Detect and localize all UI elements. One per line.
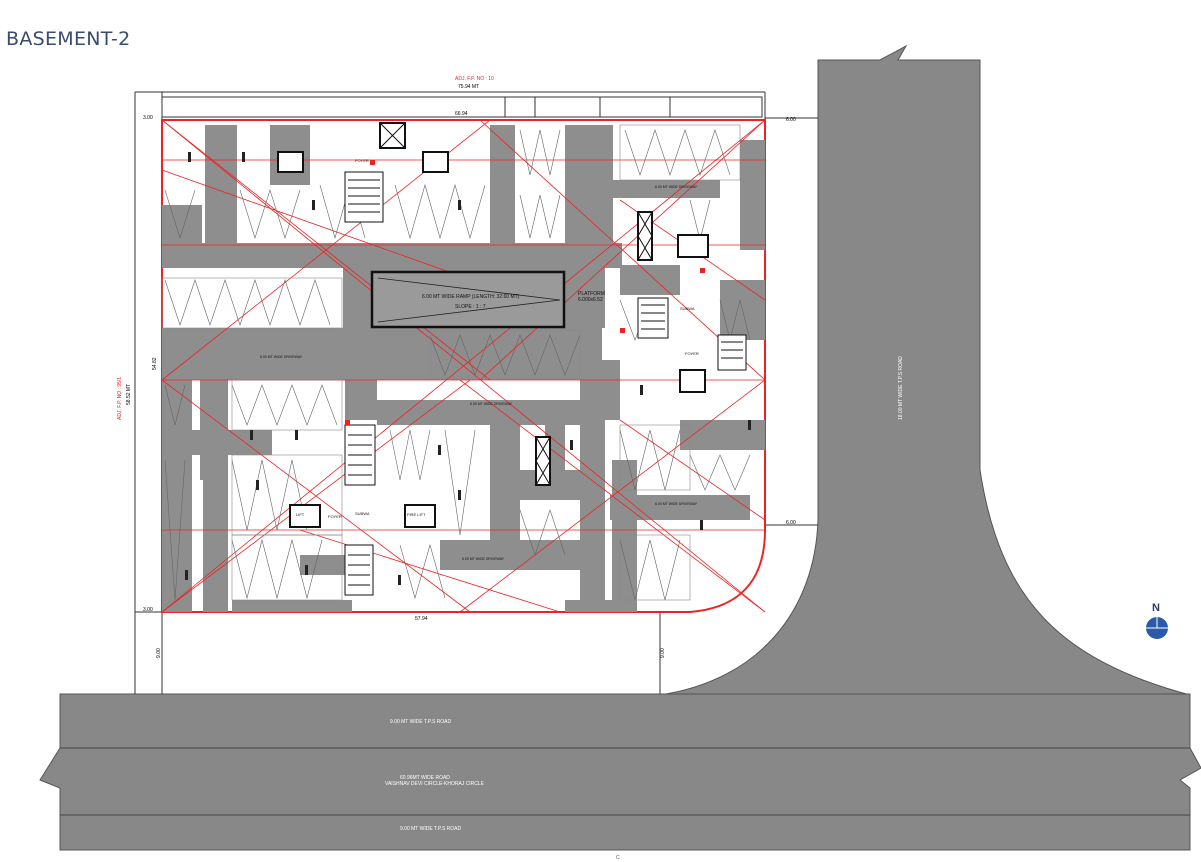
bottom-road-2-label-a: 60.96MT WIDE ROAD [400, 775, 450, 781]
driveway-label-4: 6.00 MT WIDE DRIVEWAY [655, 502, 698, 506]
driveway-label-3: 6.00 MT WIDE DRIVEWAY [655, 185, 698, 189]
north-label: N [1152, 602, 1160, 614]
platform-label-b: 6.000x6.52 [578, 297, 603, 303]
driveway-label-2: 6.00 MT WIDE DRIVEWAY [470, 402, 513, 406]
width-top-label: 75.94 MT [458, 84, 479, 90]
platform-label-a: PLATFORM [578, 291, 605, 297]
margin-se-label: 6.00 [786, 520, 796, 526]
foyer-label-1: FOYER [355, 158, 369, 163]
margin-bottom-mid-label: 9.00 [660, 648, 666, 658]
margin-ne-label: 6.00 [786, 117, 796, 123]
margin-sw-label: 3.00 [143, 607, 153, 613]
driveway-label-1: 6.00 MT WIDE DRIVEWAY [260, 355, 303, 359]
subwa-label-1: SUBWA [355, 511, 370, 516]
basement-floor: 6.00 MT WIDE RAMP (LENGTH: 32.60 MT) SLO… [161, 119, 766, 613]
bottom-road-2-label-b: VAISHNAV DEVI CIRCLE-KHORAJ CIRCLE [385, 781, 485, 787]
ramp-label-b: SLOPE : 1 : 7 [455, 304, 486, 310]
adj-north-label: ADJ. F.P. NO : 10 [455, 76, 494, 82]
adj-west-label: ADJ. F.P. NO : 95/1 [117, 377, 123, 420]
plot-boundary [134, 91, 818, 694]
compass-bottom-label: C [616, 855, 620, 861]
fire-lift-label: FIRE LIFT [407, 512, 426, 517]
east-road-label: 18.00 MT WIDE T.P.S ROAD [898, 356, 904, 420]
margin-bottom-left-label: 9.00 [156, 648, 162, 658]
lift-label: LIFT [296, 512, 305, 517]
bottom-road-3-label: 9.00 MT WIDE T.P.S ROAD [400, 826, 462, 832]
driveway-label-5: 6.00 MT WIDE DRIVEWAY [462, 557, 505, 561]
north-indicator [1146, 617, 1168, 639]
foyer-label-2: FOYER [328, 514, 342, 519]
inner-width-top-label: 66.94 [455, 111, 468, 117]
subwa-label-2: SUBWA [680, 306, 695, 311]
foyer-label-3: FOYER [685, 351, 699, 356]
ramp [370, 270, 566, 329]
depth-inner-label: 54.82 [152, 357, 158, 370]
depth-west-label: 58.52 MT [126, 384, 132, 405]
bottom-roads [39, 693, 1201, 851]
inner-width-bottom-label: 57.94 [415, 616, 428, 622]
bottom-road-1-label: 9.00 MT WIDE T.P.S ROAD [390, 719, 452, 725]
page-title: BASEMENT-2 [6, 28, 131, 50]
cores [277, 122, 747, 596]
east-road [659, 44, 1191, 761]
ramp-label-a: 6.00 MT WIDE RAMP (LENGTH: 32.60 MT) [422, 294, 520, 300]
margin-nw-label: 3.00 [143, 115, 153, 121]
